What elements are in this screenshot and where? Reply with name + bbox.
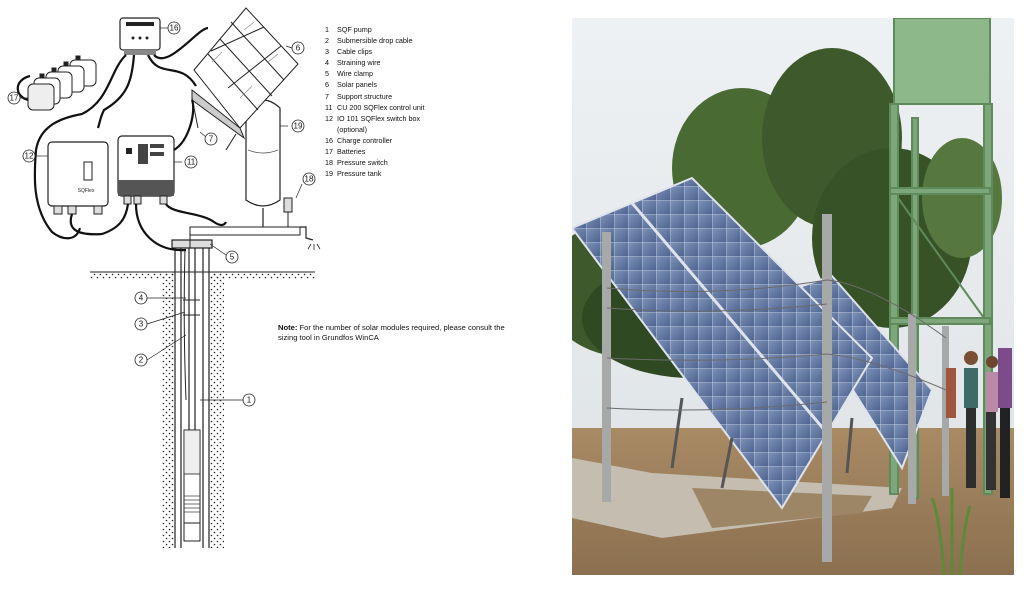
legend-number: 6 — [325, 79, 337, 90]
callout-4: 4 — [135, 292, 147, 304]
callout-19: 19 — [292, 120, 304, 132]
legend-sublabel: (optional) — [325, 124, 425, 135]
legend-label: Submersible drop cable — [337, 35, 413, 46]
svg-text:5: 5 — [230, 253, 235, 262]
legend-number: 17 — [325, 146, 337, 157]
callout-3: 3 — [135, 318, 147, 330]
legend-label: Straining wire — [337, 57, 381, 68]
control-unit — [118, 136, 174, 204]
borehole-soil-right — [210, 272, 224, 548]
callout-5: 5 — [226, 251, 238, 263]
svg-text:16: 16 — [170, 24, 179, 33]
callout-6: 6 — [292, 42, 304, 54]
legend-label: Pressure switch — [337, 157, 388, 168]
ground-soil-right — [210, 272, 315, 279]
batteries — [28, 56, 96, 110]
solar-panels — [192, 8, 298, 150]
callout-7: 7 — [205, 133, 217, 145]
callout-18: 18 — [303, 173, 315, 185]
svg-text:17: 17 — [10, 94, 19, 103]
svg-text:7: 7 — [209, 135, 214, 144]
switch-box-brand: SQFlex — [78, 188, 95, 194]
legend-label: IO 101 SQFlex switch box — [337, 113, 420, 124]
svg-text:3: 3 — [139, 320, 144, 329]
system-schematic: SQFlex — [0, 0, 560, 585]
legend-number: 11 — [325, 102, 337, 113]
charge-controller — [120, 18, 160, 55]
diagram: SQFlex — [0, 0, 560, 585]
svg-text:2: 2 — [139, 356, 144, 365]
photo-illustration — [572, 18, 1014, 575]
legend-label: SQF pump — [337, 24, 372, 35]
legend-label: Wire clamp — [337, 68, 373, 79]
ground-soil-left — [90, 272, 174, 279]
legend-label: Charge controller — [337, 135, 392, 146]
legend-number: 7 — [325, 91, 337, 102]
legend-number: 4 — [325, 57, 337, 68]
pressure-tank — [246, 100, 280, 227]
switch-box: SQFlex — [48, 142, 108, 214]
svg-text:12: 12 — [25, 152, 34, 161]
legend-number: 5 — [325, 68, 337, 79]
legend-number: 19 — [325, 168, 337, 179]
callout-17: 17 — [8, 92, 20, 104]
callout-16: 16 — [168, 22, 180, 34]
legend-label: Support structure — [337, 91, 392, 102]
svg-text:1: 1 — [247, 396, 252, 405]
borehole-soil-left — [162, 272, 174, 548]
legend-number: 2 — [325, 35, 337, 46]
callout-11: 11 — [185, 156, 197, 168]
callout-12: 12 — [23, 150, 35, 162]
callout-2: 2 — [135, 354, 147, 366]
legend-number: 16 — [325, 135, 337, 146]
legend-number: 3 — [325, 46, 337, 57]
sizing-note: Note: For the number of solar modules re… — [278, 323, 508, 343]
svg-text:6: 6 — [296, 44, 301, 53]
legend-label: Batteries — [337, 146, 365, 157]
svg-text:11: 11 — [187, 158, 196, 167]
legend-number: 18 — [325, 157, 337, 168]
legend-number: 12 — [325, 113, 337, 124]
sqf-pump — [184, 430, 200, 541]
pressure-switch — [284, 198, 292, 227]
legend-label: CU 200 SQFlex control unit — [337, 102, 425, 113]
legend-number: 1 — [325, 24, 337, 35]
note-text: For the number of solar modules required… — [278, 323, 505, 342]
svg-text:18: 18 — [305, 175, 314, 184]
svg-text:19: 19 — [294, 122, 303, 131]
note-prefix: Note: — [278, 323, 297, 332]
legend-label: Pressure tank — [337, 168, 381, 179]
callout-1: 1 — [243, 394, 255, 406]
solar-installation-photo — [572, 18, 1014, 575]
svg-text:4: 4 — [139, 294, 144, 303]
legend-label: Cable clips — [337, 46, 372, 57]
legend-label: Solar panels — [337, 79, 377, 90]
